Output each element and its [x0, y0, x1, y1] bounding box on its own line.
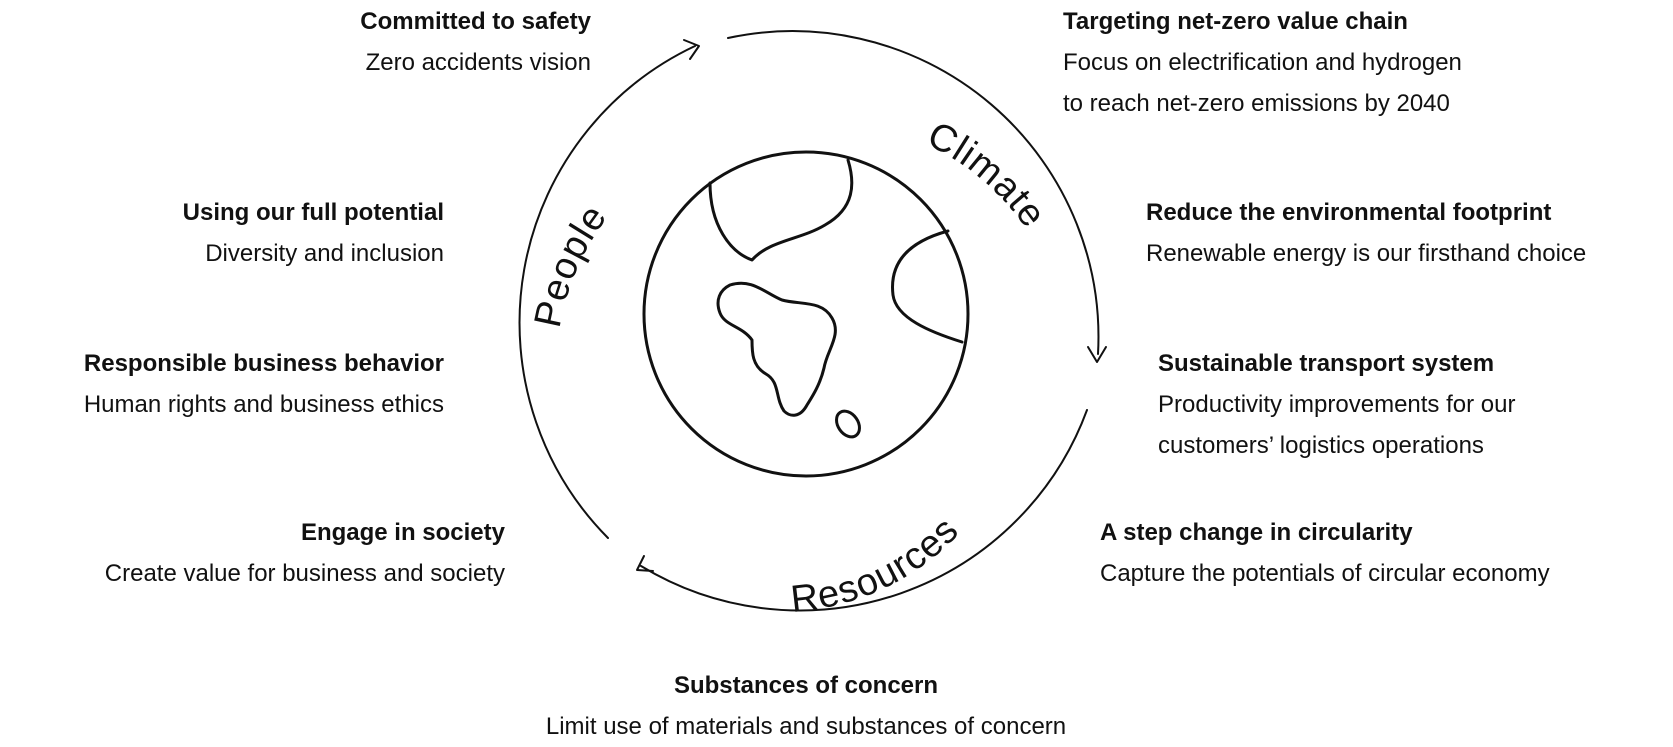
item-description: Focus on electrification and hydrogen [1063, 49, 1462, 76]
item-potential: Using our full potential Diversity and i… [183, 193, 444, 274]
item-description: Limit use of materials and substances of… [545, 713, 1067, 740]
item-title: Engage in society [300, 519, 505, 546]
item-title: Substances of concern [673, 672, 939, 699]
item-description: Capture the potentials of circular econo… [1100, 560, 1550, 587]
arrowhead-people-icon [683, 39, 700, 60]
item-description: Diversity and inclusion [205, 240, 444, 267]
item-description: Zero accidents vision [365, 49, 591, 76]
item-society: Engage in society Create value for busin… [105, 513, 505, 594]
item-circularity: A step change in circularity Capture the… [1100, 513, 1550, 594]
arrowhead-climate-icon [1087, 346, 1107, 363]
item-title: Sustainable transport system [1158, 350, 1495, 377]
item-description: Renewable energy is our firsthand choice [1146, 240, 1587, 267]
item-title: Responsible business behavior [83, 350, 444, 377]
item-description: Human rights and business ethics [83, 391, 444, 418]
item-netzero: Targeting net-zero value chain Focus on … [1063, 2, 1462, 124]
item-description: to reach net-zero emissions by 2040 [1063, 90, 1450, 117]
globe-icon [642, 150, 970, 478]
ring-arc-people [518, 45, 696, 539]
ring-label-resources: Resources [789, 509, 968, 621]
item-title: A step change in circularity [1100, 519, 1413, 546]
item-description: customers’ logistics operations [1158, 432, 1484, 459]
item-business: Responsible business behavior Human righ… [84, 344, 444, 425]
item-footprint: Reduce the environmental footprint Renew… [1146, 193, 1586, 274]
ring-label-climate: Climate [921, 114, 1054, 236]
ring-arc-resources [640, 409, 1088, 612]
item-title: Reduce the environmental footprint [1146, 199, 1552, 226]
item-transport: Sustainable transport system Productivit… [1158, 344, 1515, 466]
item-safety: Committed to safety Zero accidents visio… [360, 2, 591, 83]
item-title: Using our full potential [182, 199, 444, 226]
item-description: Productivity improvements for our [1158, 391, 1516, 418]
arrowhead-resources-icon [636, 555, 654, 572]
item-description: Create value for business and society [104, 560, 505, 587]
ring-arc-climate [727, 30, 1100, 355]
item-substances: Substances of concern Limit use of mater… [486, 666, 1126, 747]
item-title: Committed to safety [360, 8, 591, 35]
item-title: Targeting net-zero value chain [1063, 8, 1408, 35]
ring-label-people: People [527, 197, 616, 331]
